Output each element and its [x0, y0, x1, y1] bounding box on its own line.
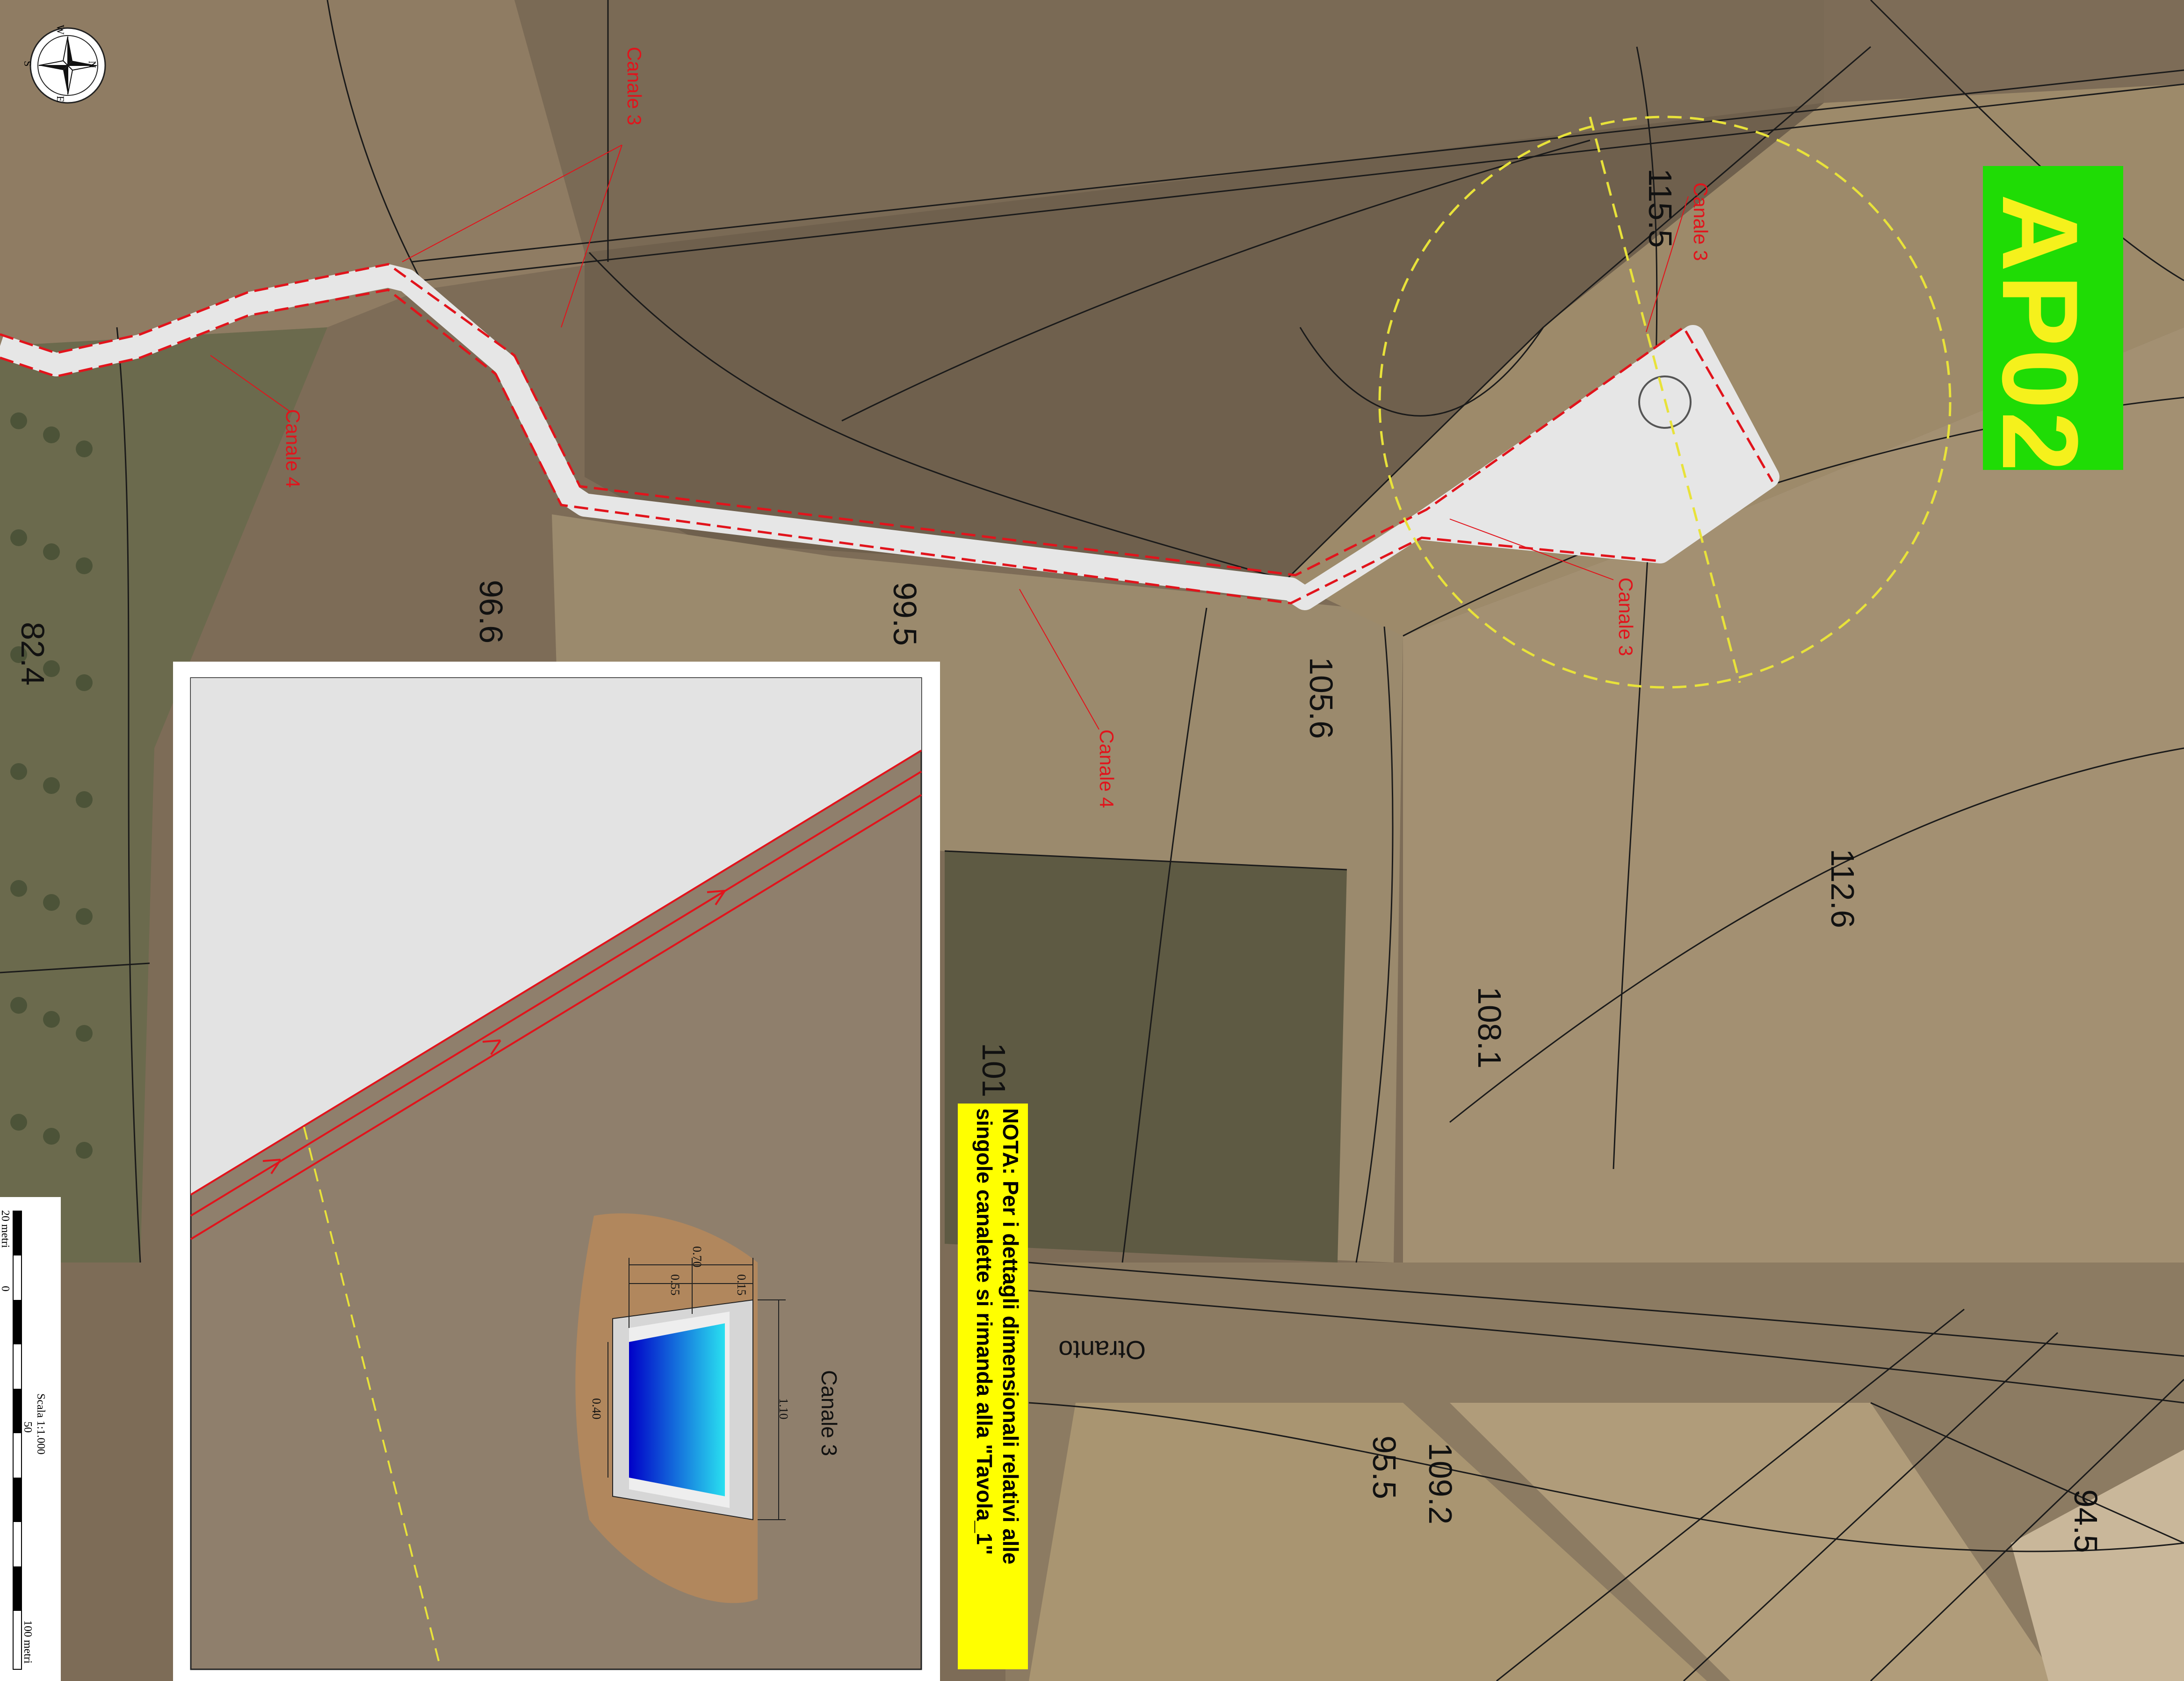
turbine-id-text: AP02	[1980, 194, 2100, 475]
elevation-label: 109.2	[1422, 1443, 1459, 1525]
elevation-label: 101	[976, 1043, 1012, 1097]
scale-tick-label: 0	[0, 1286, 11, 1291]
elevation-label: 99.5	[887, 582, 923, 646]
scale-label: Scala 1:1.000	[35, 1393, 47, 1455]
elevation-label: 96.6	[473, 580, 509, 644]
buffer-zone	[1378, 115, 1952, 689]
note-box: NOTA: Per i dettagli dimensionali relati…	[958, 1104, 1028, 1669]
dimension-label: 0.70	[690, 1246, 704, 1268]
access-road	[0, 263, 1779, 610]
channel-label: Canale 3	[1615, 577, 1637, 657]
inset-title: Canale 3	[817, 1370, 841, 1457]
leader-lines	[210, 144, 1689, 730]
scale-bar	[0, 1197, 61, 1681]
compass-west-label: W	[55, 25, 66, 35]
channel-label: Canale 3	[623, 47, 645, 126]
scale-tick-label: 50	[22, 1421, 34, 1433]
elevation-label: 112.6	[1824, 849, 1861, 928]
channel-cross-section	[575, 1213, 786, 1603]
dimension-label: 0.40	[590, 1398, 603, 1420]
dimension-label: 0.15	[735, 1274, 748, 1296]
elevation-label: 94.5	[2068, 1489, 2104, 1553]
inset-panel	[173, 662, 940, 1681]
turbine-id-badge: AP02	[1980, 166, 2123, 474]
dimension-label: 0.55	[668, 1274, 682, 1296]
note-line-1: NOTA: Per i dettagli dimensionali relati…	[998, 1108, 1023, 1565]
scale-tick-label: 100 metri	[22, 1620, 34, 1664]
elevation-label: 108.1	[1471, 987, 1508, 1069]
compass-south-label: S	[22, 61, 34, 67]
compass-rose	[29, 27, 106, 104]
compass-legend: N S W E	[22, 21, 112, 110]
elevation-label: 115.5	[1642, 168, 1678, 248]
scale-tick-label: 20 metri	[0, 1210, 11, 1248]
dimension-label: 1.10	[777, 1398, 790, 1420]
channel-label: Canale 4	[282, 409, 304, 488]
place-name-label: Otranto	[1058, 1335, 1146, 1365]
elevation-label: 105.6	[1303, 657, 1339, 739]
channel-label: Canale 3	[1690, 182, 1712, 261]
olive-grove	[10, 412, 93, 1159]
elevation-label: 95.5	[1366, 1436, 1403, 1500]
note-line-2: singole canalette si rimanda alla "Tavol…	[972, 1108, 997, 1555]
compass-east-label: E	[55, 96, 66, 102]
compass-north-label: N	[87, 61, 98, 68]
channel-label: Canale 4	[1096, 729, 1118, 808]
scale-legend: 20 metri 0 Scala 1:1.000 50 100 metri	[0, 1197, 61, 1681]
elevation-label: 82.4	[14, 622, 51, 686]
